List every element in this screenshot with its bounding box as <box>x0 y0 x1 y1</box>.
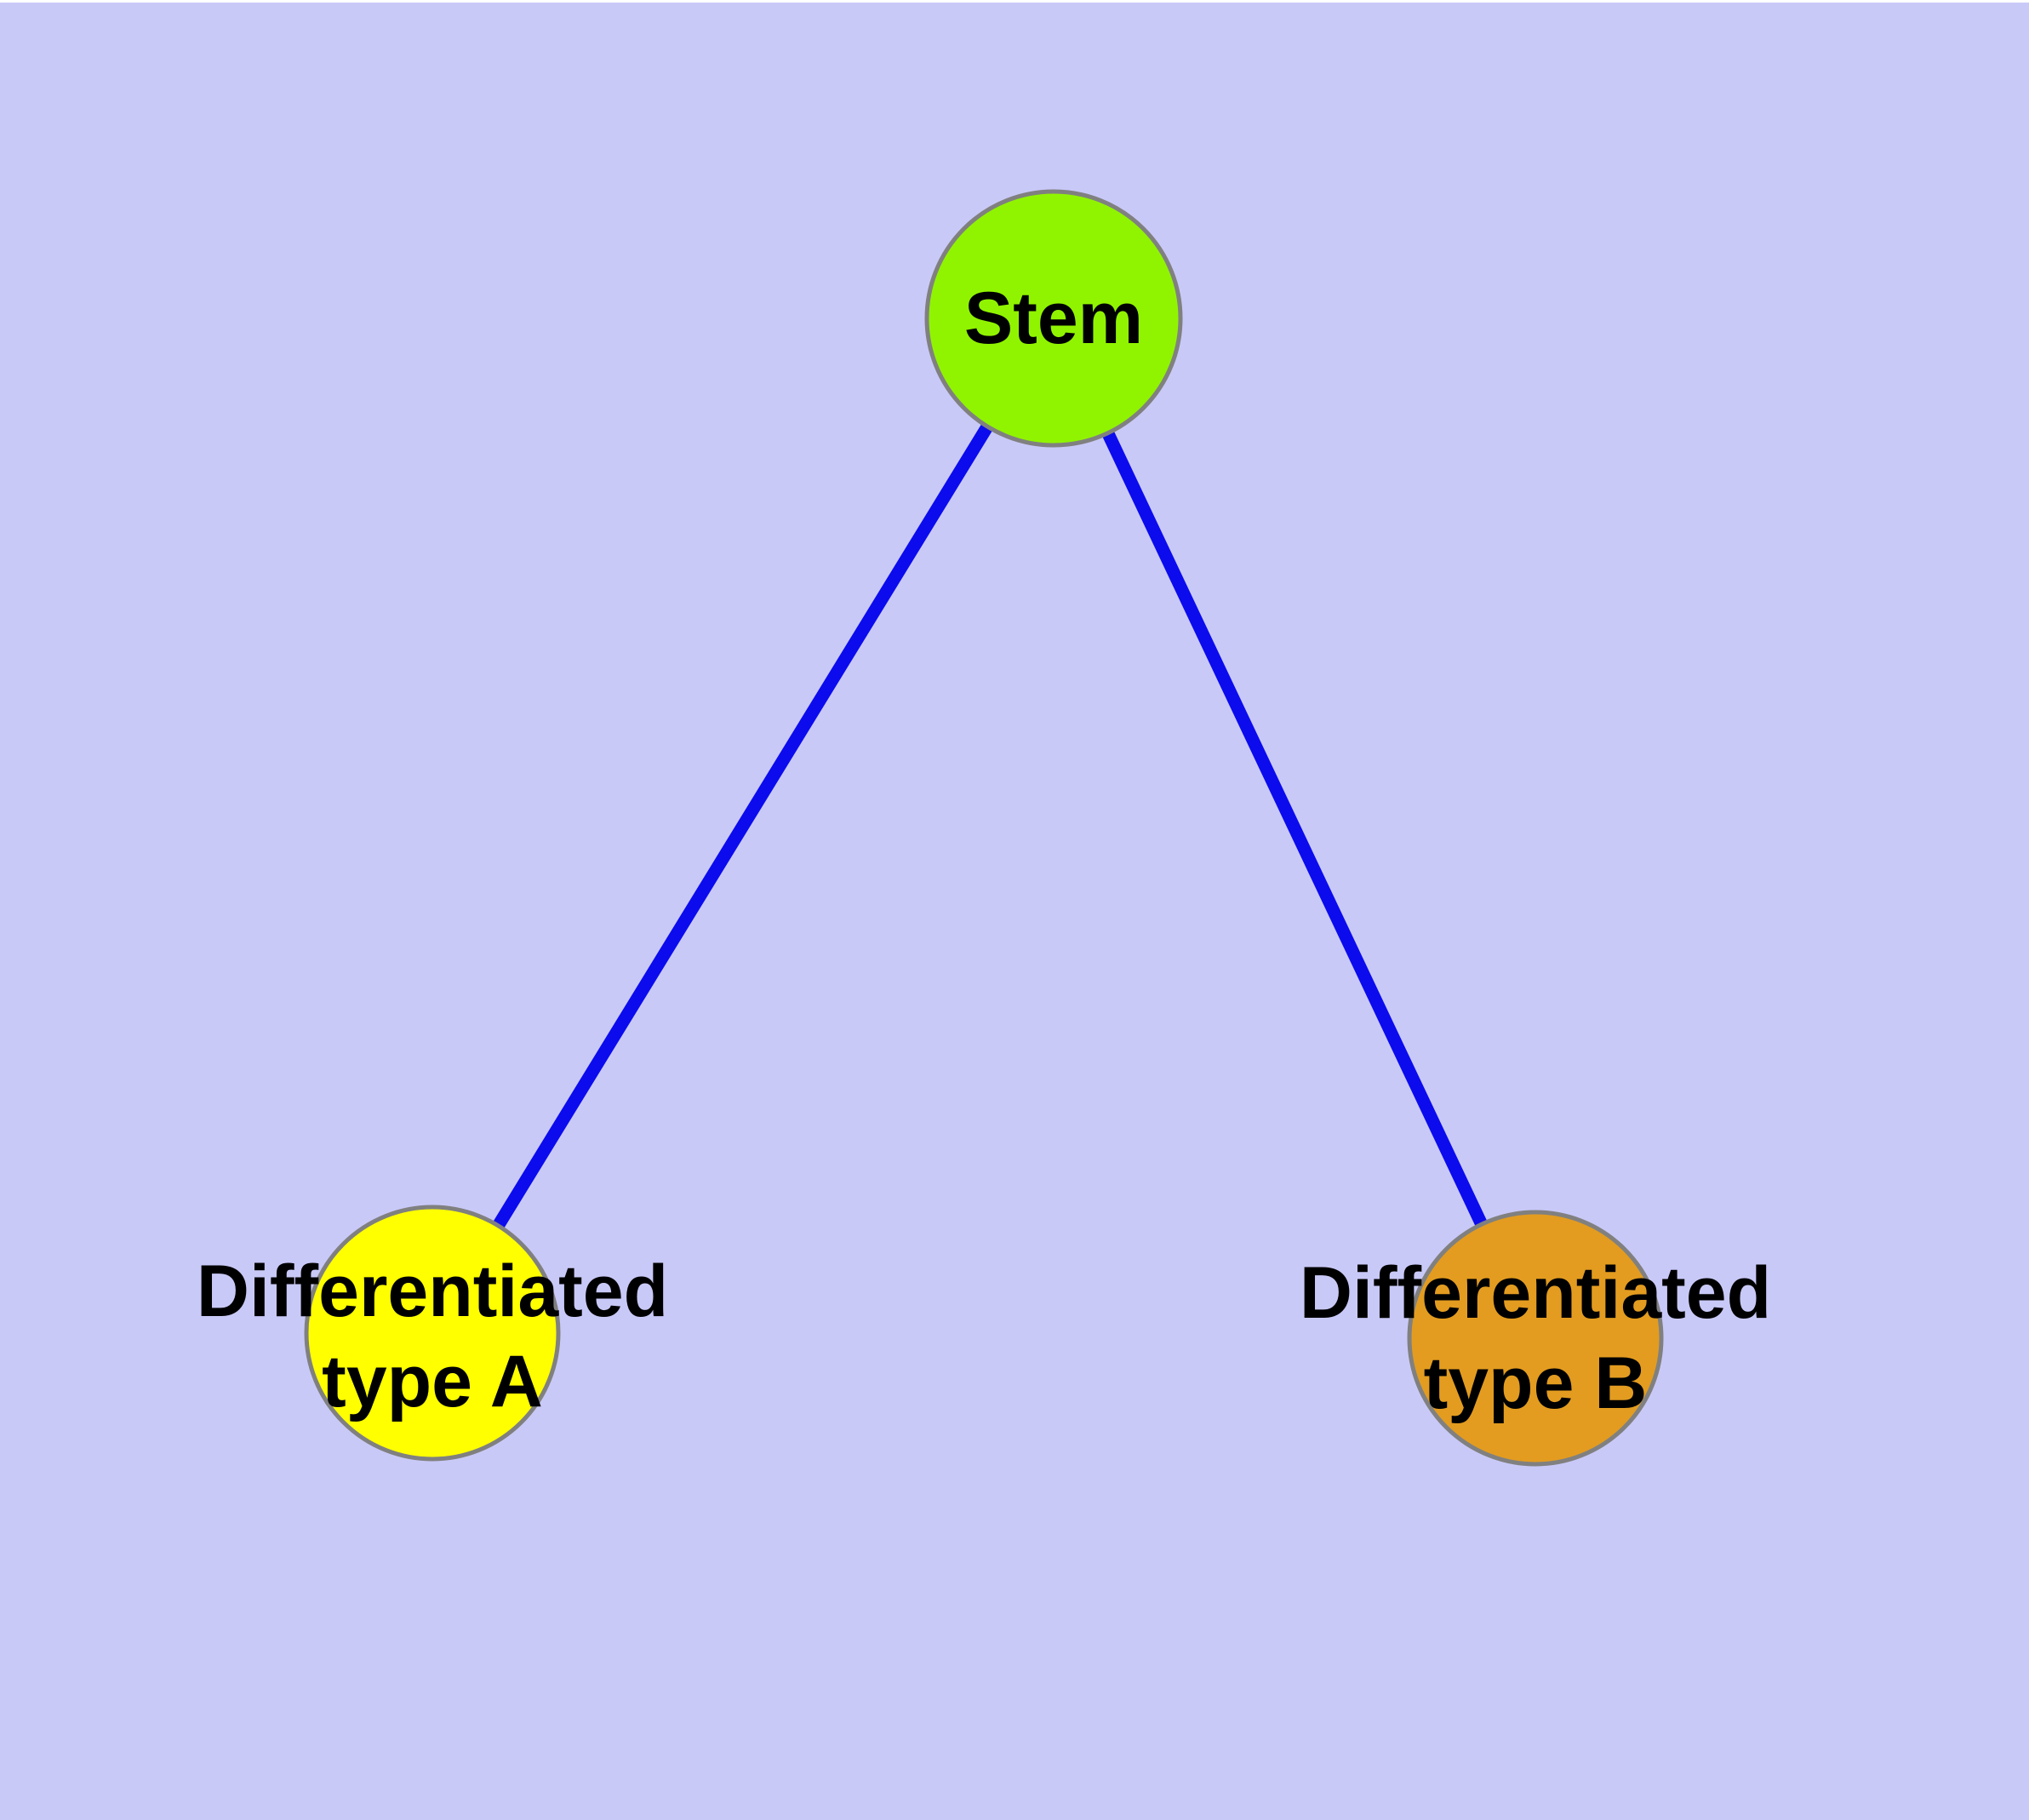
differentiated-type-b-label-line1: Differentiated <box>1299 1252 1772 1334</box>
stem-node-label: Stem <box>963 278 1144 359</box>
differentiated-type-b-label-line2: type B <box>1423 1342 1648 1424</box>
differentiated-type-a-node-label: Differentiated type A <box>197 1246 668 1427</box>
differentiated-type-a-label-line2: type A <box>322 1341 543 1422</box>
canvas-top-edge <box>0 0 2029 3</box>
differentiated-type-a-node-circle <box>304 1205 561 1462</box>
differentiated-type-b-node-label: Differentiated type B <box>1300 1248 1771 1428</box>
stem-node-circle <box>924 189 1183 448</box>
edge-stem-to-type-a <box>426 315 1060 1336</box>
differentiated-type-b-node-circle <box>1407 1210 1664 1467</box>
edge-stem-to-type-b <box>1048 315 1541 1342</box>
differentiated-type-a-label-line1: Differentiated <box>196 1251 669 1332</box>
